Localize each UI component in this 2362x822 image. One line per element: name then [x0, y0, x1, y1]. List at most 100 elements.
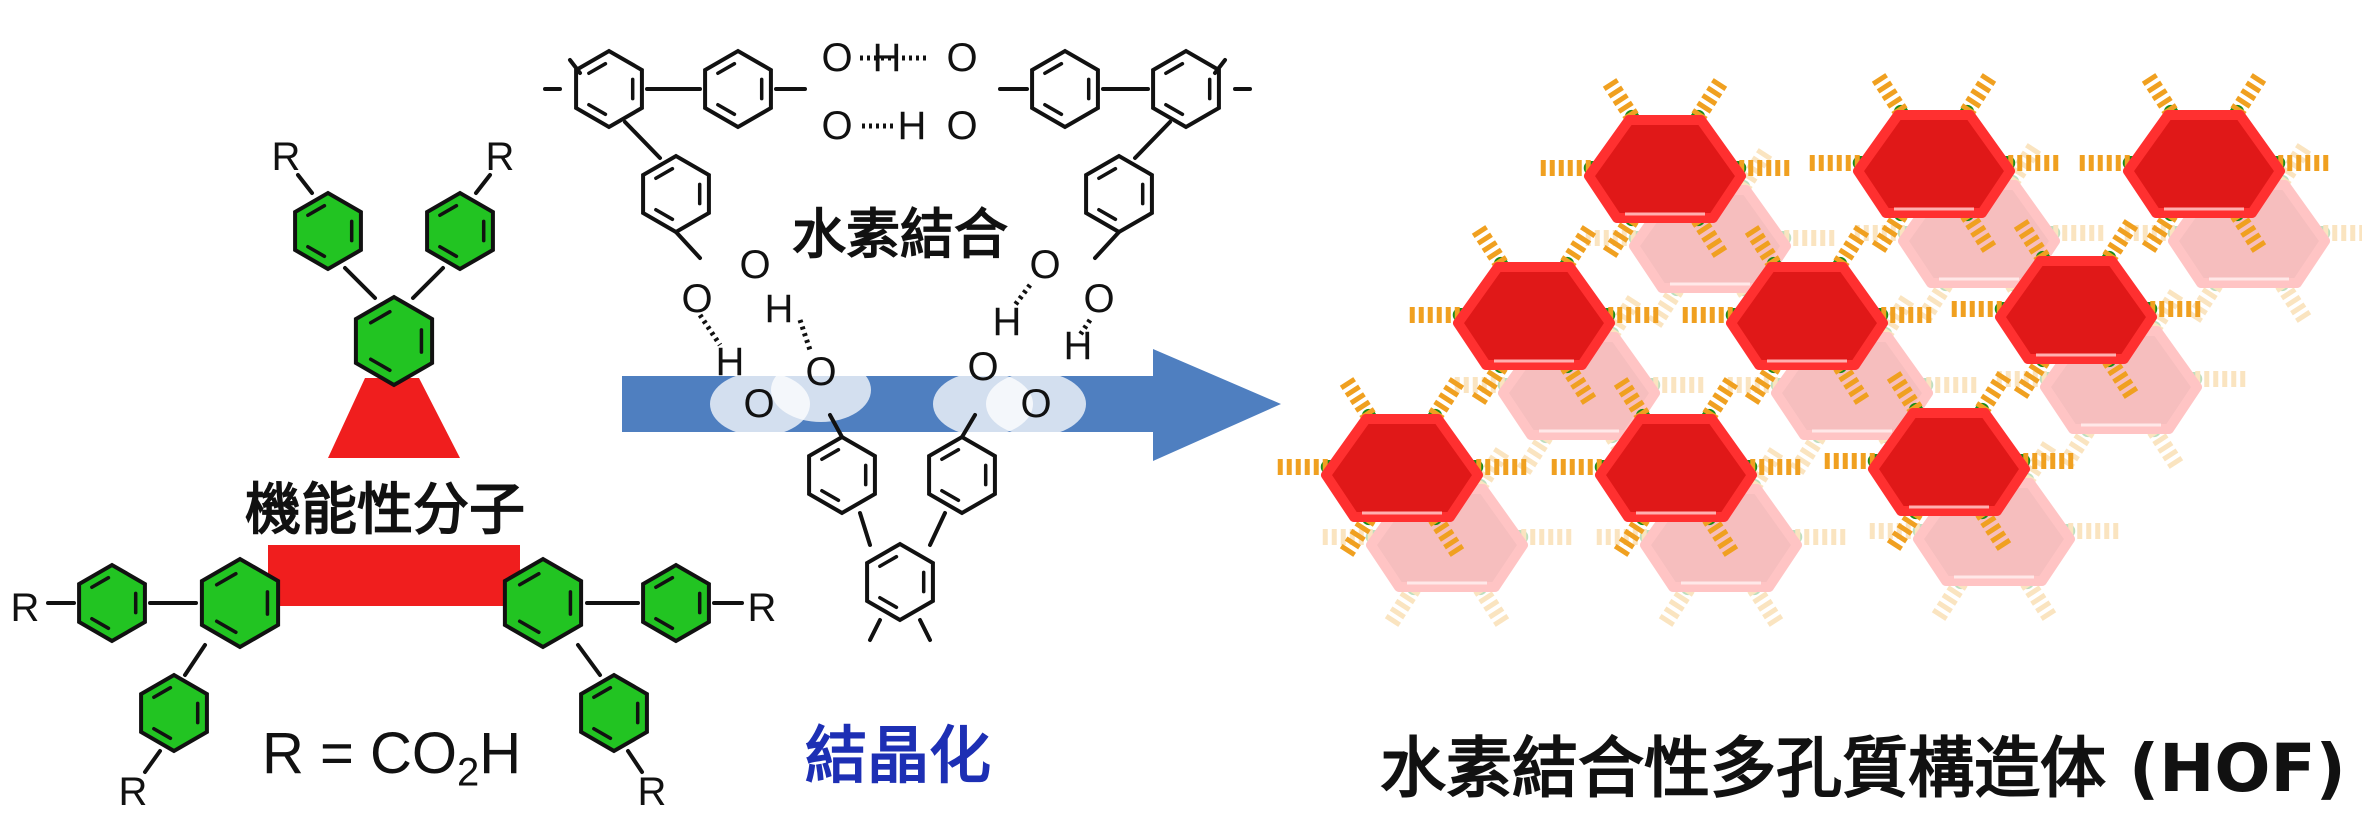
substituent-r-label: R — [119, 770, 148, 814]
green-aryl-ring — [425, 190, 495, 272]
green-linker — [1440, 530, 1488, 596]
orange-hbond-segment — [1338, 513, 1376, 560]
double-bond — [820, 447, 841, 462]
benzene-ring-outline — [1151, 48, 1221, 130]
orange-hbond-segment — [1560, 361, 1598, 408]
green-linker — [2114, 320, 2162, 386]
red-hexagonal-node — [1584, 115, 1746, 223]
green-linker — [1680, 530, 1728, 596]
orange-hbond-segment — [1833, 361, 1871, 408]
double-bond — [306, 203, 327, 218]
double-bond — [654, 575, 675, 590]
atom-label: O — [739, 243, 770, 287]
green-linker — [1538, 378, 1586, 444]
double-bond — [587, 102, 608, 117]
orange-hbond-segment — [1736, 145, 1774, 192]
double-bond — [152, 726, 173, 741]
substituent-r-label: R — [748, 586, 777, 630]
green-benzene-ring — [353, 294, 435, 388]
bond — [568, 58, 582, 75]
orange-hbond-segment — [1691, 75, 1729, 122]
substituent-r-label: R — [486, 135, 515, 179]
orange-hbond-segment — [1747, 583, 1785, 630]
green-benzene-ring — [502, 556, 584, 650]
bond — [858, 511, 872, 547]
benzene-ring — [703, 48, 773, 130]
orange-hbond-segment — [1470, 361, 1508, 408]
orange-hbond-segment — [2020, 438, 2058, 485]
bond — [828, 413, 844, 439]
bond — [1133, 120, 1172, 160]
double-bond — [716, 61, 737, 76]
substituent-r-label: R — [272, 135, 301, 179]
orange-hbond-segment — [1885, 368, 1923, 415]
atom-label: O — [967, 345, 998, 389]
benzene-ring-outline — [1030, 48, 1100, 130]
double-bond — [1097, 166, 1118, 181]
orange-hbond-segment — [2012, 216, 2050, 263]
atom-label: H — [993, 300, 1022, 344]
orange-hbond-segment — [1612, 513, 1650, 560]
green-aryl-ring — [641, 562, 711, 644]
hydrogen-bond-label: 水素結合 — [792, 203, 1008, 266]
red-hexagonal-node — [1853, 110, 2015, 218]
green-linker — [1845, 378, 1893, 444]
double-bond — [1043, 102, 1064, 117]
double-bond — [90, 575, 111, 590]
atom-label: O — [1083, 277, 1114, 321]
green-linker — [1938, 226, 1986, 292]
orange-hbond-segment — [1473, 444, 1511, 491]
orange-hbond-segment — [1870, 209, 1908, 256]
bond — [1093, 230, 1121, 260]
bond — [411, 266, 445, 300]
atom-label: O — [1029, 243, 1060, 287]
r-def-subscript: 2 — [457, 750, 480, 795]
red-hexagonal-node — [2123, 110, 2285, 218]
orange-hbond-segment — [1691, 214, 1729, 261]
double-bond — [306, 244, 327, 259]
substituent-r-label: R — [638, 770, 667, 814]
green-linker — [1669, 231, 1717, 297]
hydrogen-bond-dashes — [797, 319, 813, 351]
orange-hbond-segment — [1833, 222, 1871, 269]
benzene-ring-outline — [641, 153, 711, 235]
orange-hbond-segment — [1612, 374, 1650, 421]
orange-hbond-segment — [1975, 368, 2013, 415]
benzene-ring — [807, 434, 877, 516]
orange-hbond-segment — [2275, 140, 2313, 187]
double-bond — [1097, 207, 1118, 222]
green-linker — [1703, 179, 1751, 245]
benzene-ring — [574, 48, 644, 130]
atom-label: H — [1064, 324, 1093, 368]
orange-hbond-segment — [1743, 222, 1781, 269]
red-hexagonal-node — [1726, 262, 1888, 370]
orange-hbond-segment — [1383, 583, 1421, 630]
red-hexagonal-node — [1868, 408, 2030, 516]
orange-hbond-segment — [2147, 425, 2185, 472]
double-bond — [214, 619, 238, 635]
substituent-r-label: R — [11, 586, 40, 630]
orange-hbond-segment — [1960, 70, 1998, 117]
orange-hbond-segment — [1747, 444, 1785, 491]
double-bond — [517, 571, 541, 587]
green-linker — [1714, 530, 1762, 596]
r-def-suffix: H — [479, 721, 522, 786]
red-hexagonal-node — [1995, 256, 2157, 364]
bond — [928, 511, 947, 547]
atom-label: O — [681, 277, 712, 321]
crystallization-label: 結晶化 — [805, 719, 992, 792]
orange-hbond-segment — [2102, 216, 2140, 263]
green-linker — [1987, 524, 2035, 590]
hydrogen-bond-dashes — [1077, 318, 1093, 337]
orange-hbond-segment — [2230, 70, 2268, 117]
bond — [623, 120, 662, 160]
orange-hbond-segment — [1428, 513, 1466, 560]
red-core-band — [268, 545, 520, 606]
double-bond — [438, 203, 459, 218]
r-def-prefix: R = CO — [262, 721, 457, 786]
double-bond — [438, 244, 459, 259]
orange-hbond-segment — [2020, 577, 2058, 624]
benzene-ring — [1084, 153, 1154, 235]
atom-label: O — [805, 350, 836, 394]
double-bond — [90, 616, 111, 631]
